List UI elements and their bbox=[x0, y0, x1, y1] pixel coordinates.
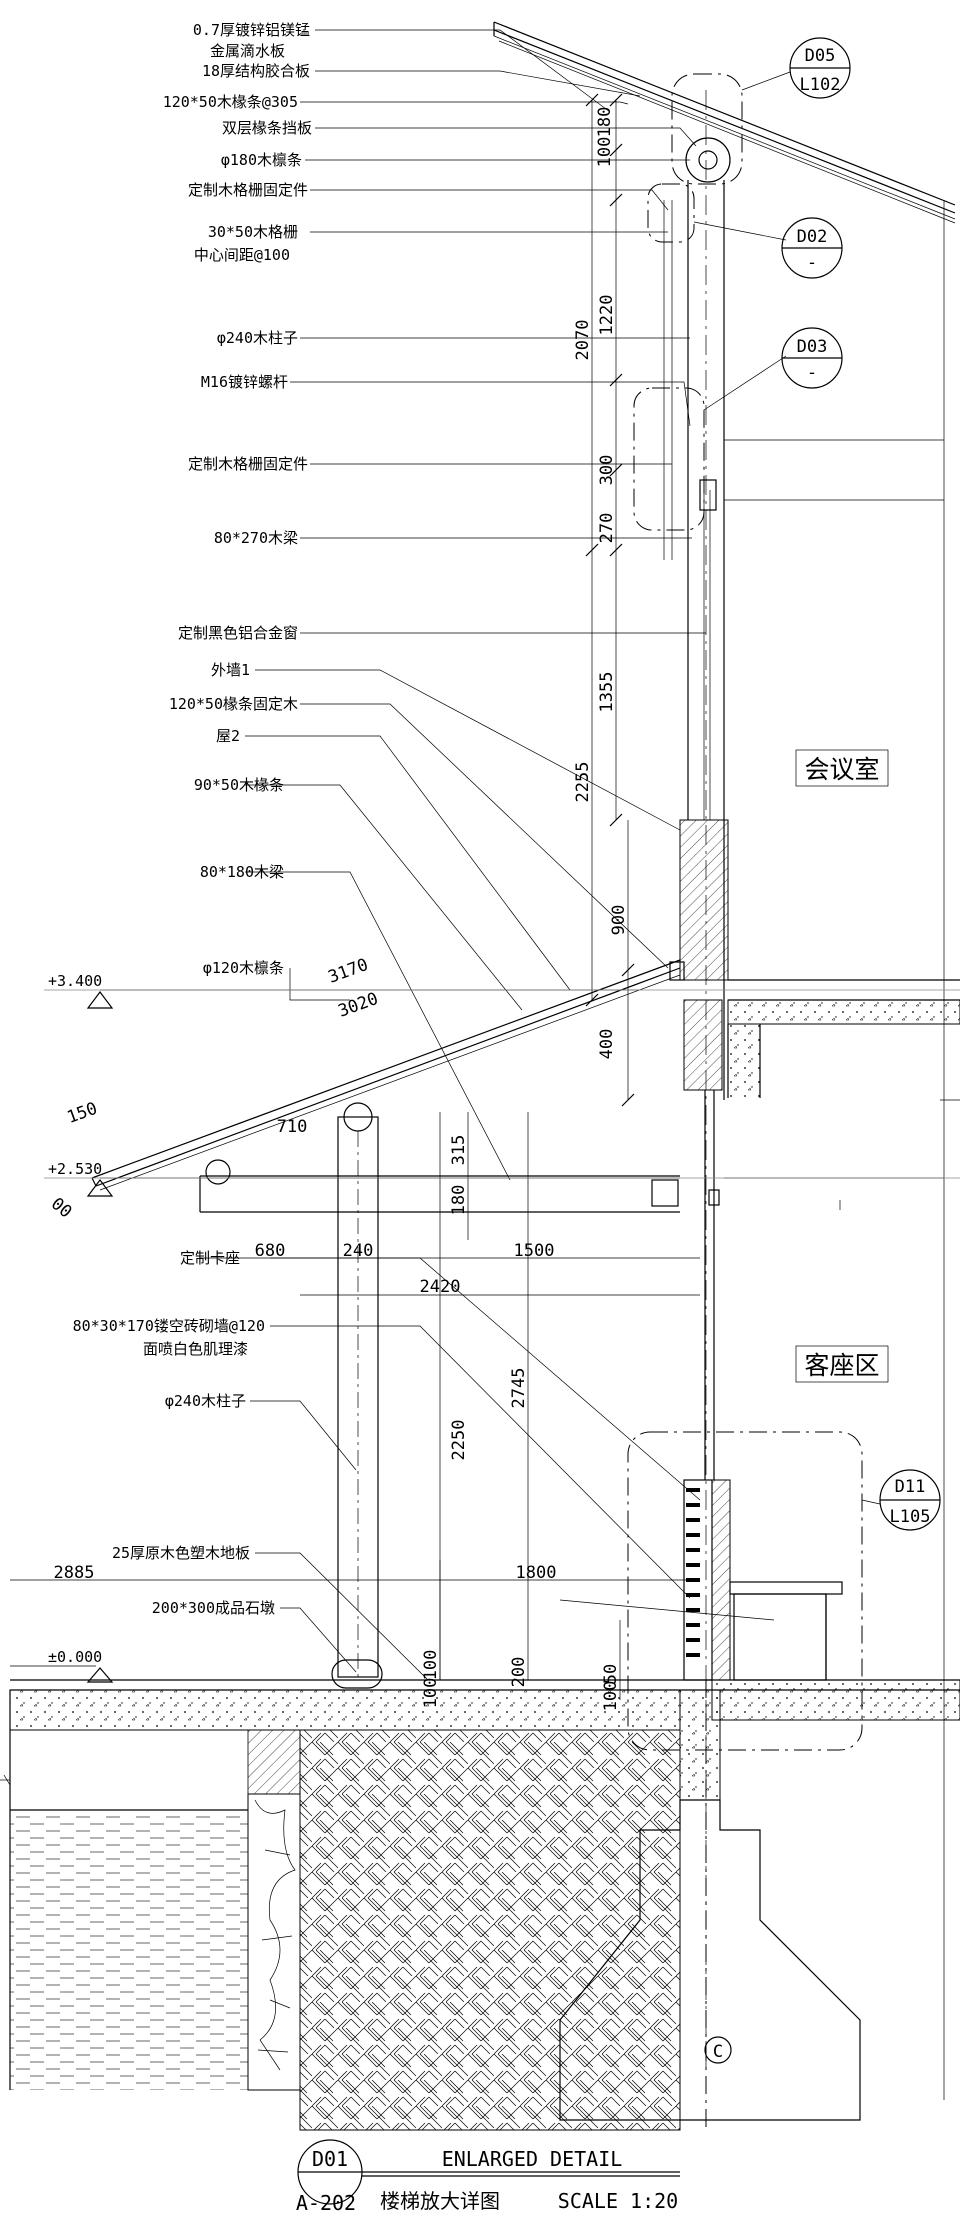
dim-text: 710 bbox=[277, 1117, 308, 1137]
title-scale: SCALE 1:20 bbox=[558, 2189, 678, 2213]
callout-id: D11 bbox=[895, 1477, 926, 1497]
dim-text: 2885 bbox=[54, 1563, 95, 1583]
dim-text: 200 bbox=[509, 1657, 529, 1688]
title-sheet: A-202 bbox=[296, 2191, 356, 2215]
title-cn: 楼梯放大详图 bbox=[380, 2189, 500, 2213]
label-grille-spacing: 中心间距@100 bbox=[194, 246, 290, 264]
label-drip-sheet: 0.7厚镀锌铝镁锰 bbox=[193, 21, 310, 39]
label-column: φ240木柱子 bbox=[217, 329, 298, 347]
title-en: ENLARGED DETAIL bbox=[442, 2147, 623, 2171]
label-roof-2: 屋2 bbox=[216, 727, 240, 745]
dim-text: 1220 bbox=[597, 295, 617, 336]
callout-d05[interactable]: D05 L102 bbox=[789, 37, 851, 99]
callout-id: D02 bbox=[797, 227, 828, 247]
callout-sheet: - bbox=[807, 253, 817, 273]
callout-sheet: L105 bbox=[890, 1507, 931, 1527]
label-bench: 定制卡座 bbox=[180, 1249, 240, 1267]
dim-text: 2745 bbox=[509, 1368, 529, 1409]
room-labels: 会议室 客座区 bbox=[795, 749, 889, 1383]
level-texts: +3.400 +2.530 ±0.000 bbox=[48, 972, 102, 1666]
label-column-2: φ240木柱子 bbox=[165, 1392, 246, 1410]
grid-axis-c: C bbox=[704, 2036, 732, 2064]
label-beam-small: 80*180木梁 bbox=[200, 863, 284, 881]
label-grille-fixing: 定制木格栅固定件 bbox=[188, 181, 308, 199]
dimension-texts: 100 180 2070 1220 300 270 1355 2255 900 … bbox=[47, 107, 629, 1712]
upper-roof bbox=[493, 21, 956, 2100]
label-grille: 30*50木格栅 bbox=[208, 223, 298, 241]
label-brick-finish: 面喷白色肌理漆 bbox=[143, 1340, 248, 1358]
label-grille-fixing-2: 定制木格栅固定件 bbox=[188, 455, 308, 473]
dim-text: 00 bbox=[47, 1194, 76, 1222]
room-meeting: 会议室 bbox=[804, 755, 879, 784]
dim-text: 400 bbox=[597, 1029, 617, 1060]
label-rafter: 120*50木椽条@305 bbox=[163, 93, 298, 111]
annotation-labels: 0.7厚镀锌铝镁锰 金属滴水板 18厚结构胶合板 120*50木椽条@305 双… bbox=[73, 21, 312, 1617]
label-purlin-small: φ120木檩条 bbox=[203, 959, 284, 977]
dim-text: 180 bbox=[449, 1185, 469, 1216]
dim-text: 1500 bbox=[514, 1241, 555, 1261]
label-rafter-stop: 双层椽条挡板 bbox=[222, 119, 312, 137]
level-label: ±0.000 bbox=[48, 1648, 102, 1666]
callout-d03[interactable]: D03 - bbox=[781, 327, 843, 389]
dim-text: 680 bbox=[255, 1241, 286, 1261]
dim-text: 300 bbox=[597, 455, 617, 486]
room-lounge: 客座区 bbox=[804, 1351, 879, 1380]
detail-callout-boundaries bbox=[627, 71, 881, 1751]
exterior-wall bbox=[679, 439, 960, 1480]
dim-text: 2255 bbox=[573, 762, 593, 803]
label-brick-wall: 80*30*170镂空砖砌墙@120 bbox=[73, 1317, 265, 1335]
callout-d11[interactable]: D11 L105 bbox=[879, 1469, 941, 1531]
title-id: D01 bbox=[312, 2147, 348, 2171]
label-window: 定制黑色铝合金窗 bbox=[178, 624, 298, 642]
dim-text: 240 bbox=[343, 1241, 374, 1261]
dim-text: 3020 bbox=[336, 989, 381, 1022]
dim-text: 315 bbox=[449, 1135, 469, 1166]
callout-sheet: L102 bbox=[800, 75, 841, 95]
dim-text: 150 bbox=[64, 1099, 100, 1128]
level-markers bbox=[0, 989, 960, 1786]
dim-text: 100 bbox=[595, 137, 615, 168]
dim-text: 100 bbox=[421, 1678, 441, 1709]
dim-text: 3170 bbox=[326, 955, 371, 988]
dim-text: 50 bbox=[601, 1664, 621, 1684]
brick-screen-and-bench bbox=[683, 1479, 843, 1681]
dim-text: 100 bbox=[421, 1650, 441, 1681]
callout-id: D05 bbox=[805, 46, 836, 66]
label-decking: 25厚原木色塑木地板 bbox=[112, 1544, 250, 1562]
dim-text: 100 bbox=[601, 1681, 621, 1712]
dim-text: 2250 bbox=[449, 1420, 469, 1461]
callout-d02[interactable]: D02 - bbox=[781, 217, 843, 279]
callout-id: D03 bbox=[797, 337, 828, 357]
label-bolt: M16镀锌螺杆 bbox=[201, 373, 288, 391]
dim-text: 270 bbox=[597, 513, 617, 544]
dim-text: 1355 bbox=[597, 672, 617, 713]
grid-axis-label: C bbox=[713, 2042, 723, 2062]
label-pier: 200*300成品石墩 bbox=[152, 1599, 275, 1617]
level-label: +2.530 bbox=[48, 1160, 102, 1178]
dim-text: 2420 bbox=[420, 1277, 461, 1297]
dim-text: 180 bbox=[595, 107, 615, 138]
label-exterior-wall: 外墙1 bbox=[211, 661, 250, 679]
dim-text: 2070 bbox=[573, 320, 593, 361]
ground-slab bbox=[9, 1679, 960, 2131]
label-rafter-small: 90*50木椽条 bbox=[194, 776, 284, 794]
dim-text: 1800 bbox=[516, 1563, 557, 1583]
title-block: D01 A-202 ENLARGED DETAIL 楼梯放大详图 SCALE 1… bbox=[296, 2139, 680, 2215]
lower-roof bbox=[91, 959, 685, 1191]
label-plywood: 18厚结构胶合板 bbox=[202, 62, 310, 80]
label-rafter-fix: 120*50椽条固定木 bbox=[169, 695, 298, 713]
callout-sheet: - bbox=[807, 363, 817, 383]
label-purlin: φ180木檩条 bbox=[221, 151, 302, 169]
label-beam: 80*270木梁 bbox=[214, 529, 298, 547]
dim-text: 900 bbox=[609, 905, 629, 936]
level-label: +3.400 bbox=[48, 972, 102, 990]
label-drip-sheet-2: 金属滴水板 bbox=[210, 42, 285, 60]
